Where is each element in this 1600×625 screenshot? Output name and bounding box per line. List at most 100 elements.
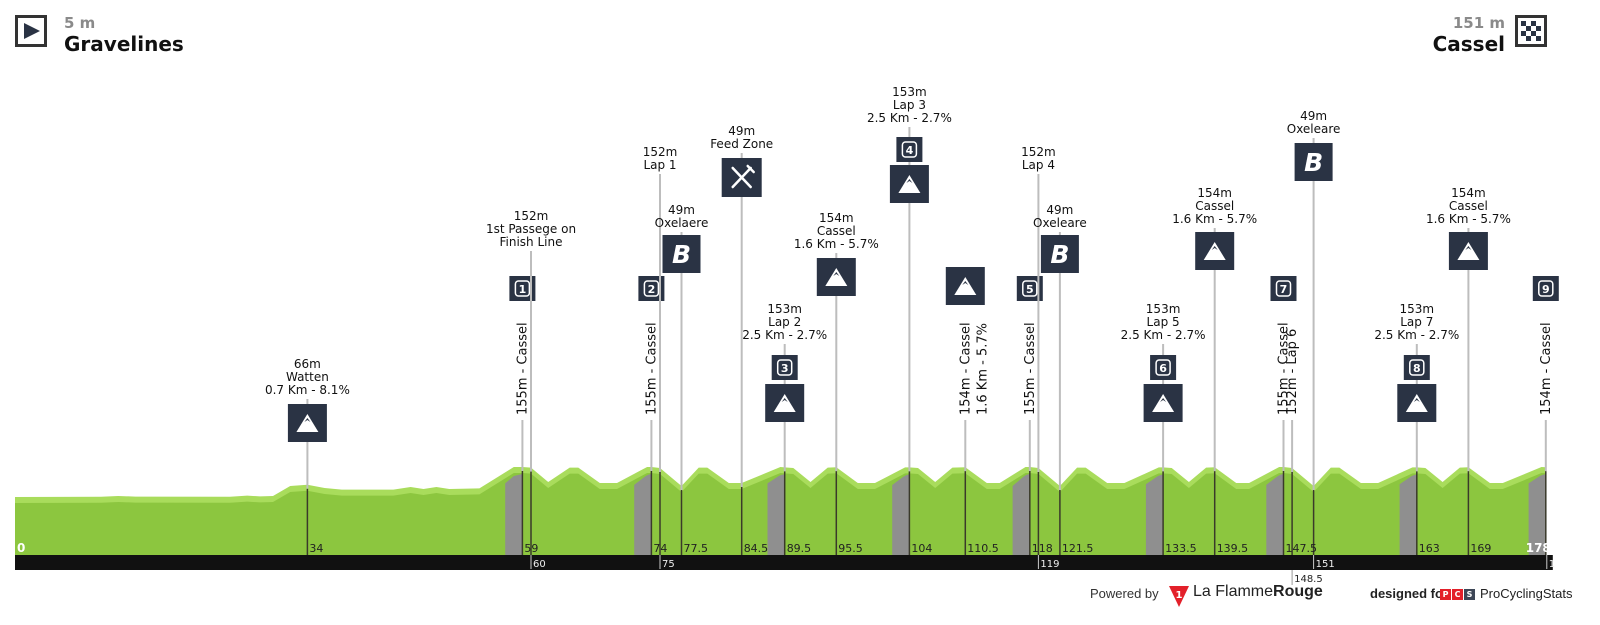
climb-shading [1145,474,1164,555]
marker-label: 49m [1046,203,1073,217]
climb-shading [1399,474,1417,555]
powered-by-label: Powered by [1090,586,1159,601]
sprint-number-outline [1409,359,1425,376]
brand-la-flamme: La Flamme [1193,583,1274,600]
marker-label: Finish Line [500,235,563,249]
mountain-icon [825,268,848,286]
km-label: 169 [1470,542,1491,555]
sprint-number-box [1150,355,1177,380]
fork-tines [746,164,755,174]
marker-label: 1.6 Km - 5.7% [794,237,879,251]
bonus-sprint-icon-box [1294,143,1333,181]
marker-vertical-label: 155m - Cassel [515,322,530,415]
la-flamme-rouge-brand[interactable]: La FlammeRouge [1193,583,1323,601]
marker-label: 2.5 Km - 2.7% [1374,328,1459,342]
mountain-icon [773,394,796,412]
marker-label: 2.5 Km - 2.7% [1121,328,1206,342]
km-label: 95.5 [838,542,863,555]
km-label: 74 [653,542,667,555]
marker-label: Cassel [1449,199,1488,213]
marker-label: 153m [892,85,927,99]
km-label: 163 [1419,542,1440,555]
sprint-number-outline [901,141,918,158]
mountain-icon [1203,242,1226,260]
marker-label: Oxelaere [655,216,709,230]
climb-shading [1012,474,1030,555]
marker-label: 1.6 Km - 5.7% [1426,212,1511,226]
km-label: 59 [524,542,538,555]
mountain-snowcap [1211,246,1218,250]
sprint-number-outline [1155,359,1171,376]
sprint-number-box [896,137,923,162]
marker-vertical-label: 154m - Cassel [1539,322,1554,415]
bonus-b-icon: B [672,240,691,269]
sprint-number: 3 [781,362,789,375]
climb-shading [1528,474,1546,555]
marker-label: 49m [1300,109,1327,123]
finish-info: 151 m Cassel [1433,14,1505,56]
designed-for-label: designed for [1370,586,1449,601]
marker-label: 2.5 Km - 2.7% [742,328,827,342]
finish-flag-box [1515,15,1547,47]
marker-label: 0.7 Km - 8.1% [265,383,350,397]
mountain-snowcap [962,281,969,285]
km-label: 118 [1032,542,1053,555]
climb-shading [1266,474,1284,555]
sprint-number: 2 [648,283,656,296]
la-flamme-rouge-logo: 1 [1169,586,1189,607]
marker-label: Oxeleare [1287,122,1341,136]
sprint-number: 5 [1026,283,1034,296]
start-flag-box [15,15,47,47]
sprint-number: 9 [1542,283,1550,296]
marker-km-178: 154m - Cassel 9 [1532,276,1559,555]
km-bar-label: 1 [1549,559,1555,570]
marker-label: Feed Zone [710,137,773,151]
mountain-icon [1457,242,1480,260]
climb-shading [634,474,652,555]
marker-label: Oxeleare [1033,216,1087,230]
mountain-snowcap [1413,398,1420,402]
km-bar-label: 119 [1040,559,1059,570]
sprint-number-outline [643,280,660,297]
sprint-number-outline [776,359,793,376]
sprint-number-box [1270,276,1297,301]
start-elevation: 5 m [64,14,96,32]
km-label: 139.5 [1217,542,1249,555]
mountain-icon [1152,394,1175,412]
marker-label: Lap 5 [1147,315,1180,329]
sprint-number-outline [514,280,531,297]
marker-label: 153m [1146,302,1181,316]
sprint-number-box [1532,276,1559,301]
marker-label: 152m [643,145,678,159]
marker-km-148-5: 152m - Lap 6 [1285,329,1300,555]
marker-label: 152m [1021,145,1056,159]
marker-vertical-label: 152m - Lap 6 [1285,329,1300,415]
play-icon [24,23,40,39]
marker-label: Cassel [817,224,856,238]
climb-shading [767,474,785,555]
km-bar-label: 151 [1316,559,1335,570]
sprint-number-outline [1538,280,1554,297]
marker-label: 153m [767,302,802,316]
marker-label: Lap 2 [768,315,801,329]
bonus-b-icon: B [1304,148,1323,177]
marker-vertical-label: 155m - Cassel [1277,322,1292,415]
pcs-name[interactable]: ProCyclingStats [1480,586,1573,601]
km-bar-label: 60 [533,559,546,570]
bonus-b-icon: B [1050,240,1069,269]
km-label: 147.5 [1286,542,1318,555]
marker-label: 49m [668,203,695,217]
mountain-icon [296,414,319,432]
marker-label: Cassel [1195,199,1234,213]
fork-knife-icon [731,164,755,189]
